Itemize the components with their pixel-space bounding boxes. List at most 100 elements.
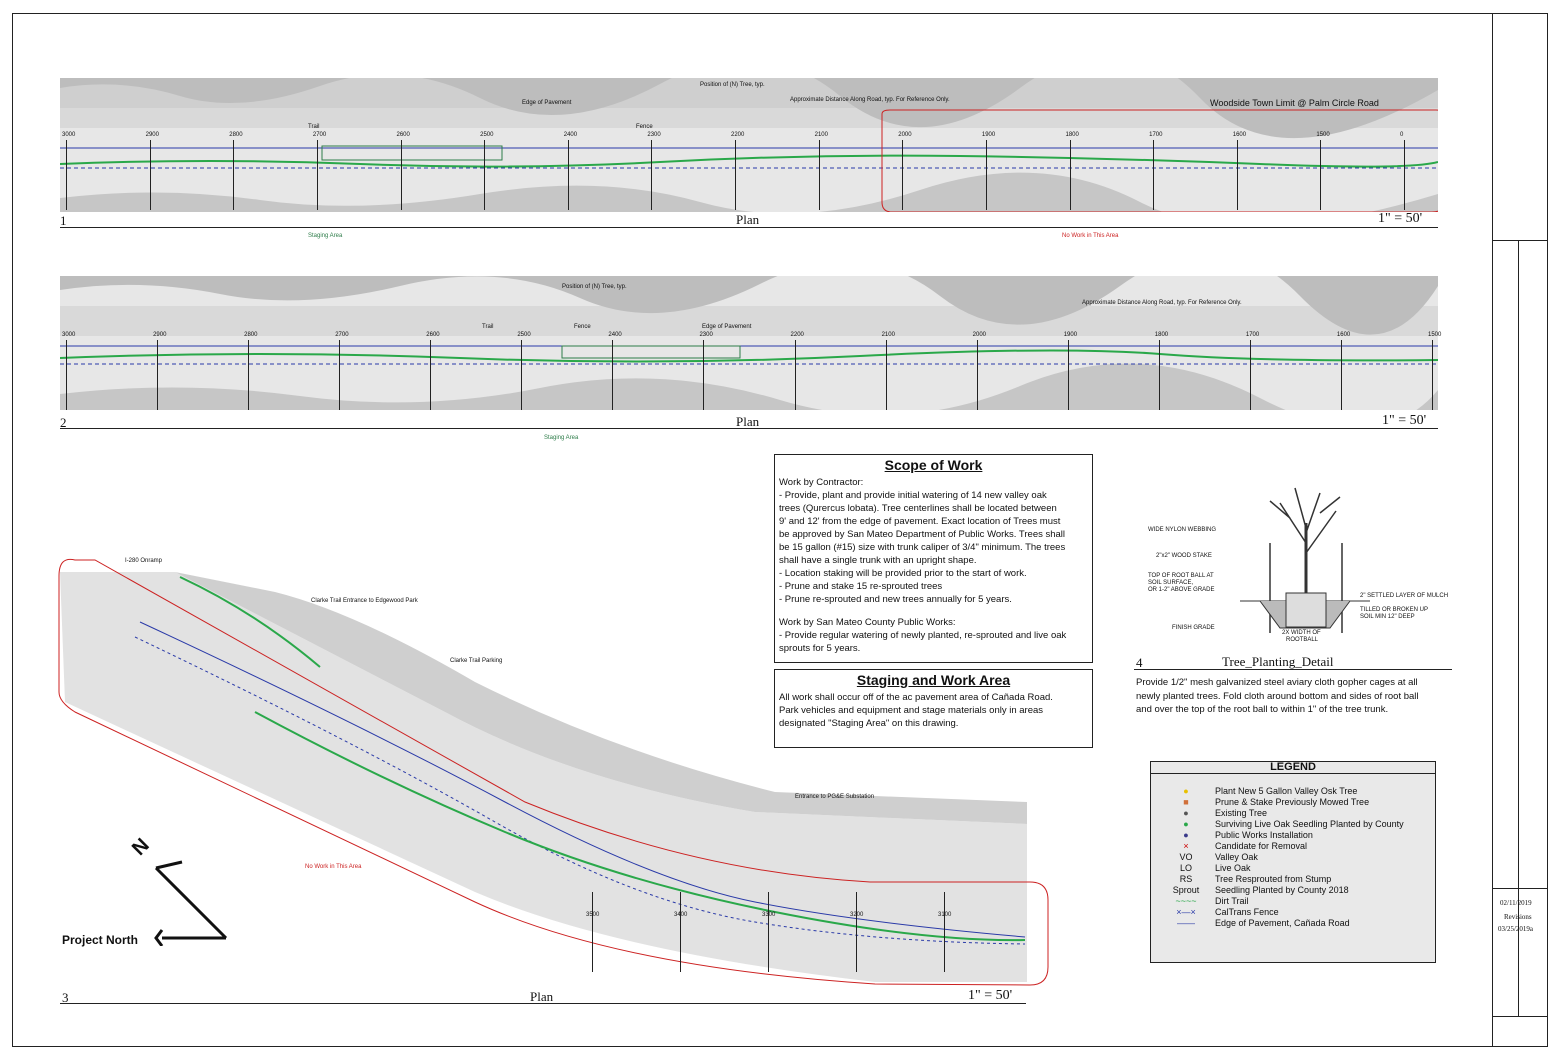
station-label: 1700 (1245, 332, 1260, 338)
legend-text: Dirt Trail (1215, 896, 1249, 906)
plan-2-trail-label: Trail (482, 324, 494, 330)
detail-number: 4 (1136, 655, 1143, 670)
legend-symbol-icon: LO (1179, 863, 1192, 873)
station-label: 2000 (972, 332, 987, 338)
station-label: 2600 (396, 132, 410, 138)
station-tick (768, 892, 769, 972)
station-label: 2100 (881, 332, 895, 338)
plan-2-caption: Plan (736, 414, 760, 429)
detail-label: 2X WIDTH OF (1282, 630, 1321, 636)
detail-note-line: Provide 1/2" mesh galvanized steel aviar… (1136, 677, 1418, 688)
plan-3-aerial: I-280 Onramp Clarke Trail Entrance to Ed… (55, 552, 1055, 992)
titleblock-rule (1492, 888, 1548, 889)
station-tick (1153, 140, 1155, 210)
station-tick (680, 892, 681, 972)
station-tick (1069, 140, 1071, 210)
county-heading: Work by San Mateo County Public Works: (779, 617, 956, 628)
legend-text: Valley Oak (1215, 852, 1258, 862)
detail-label: OR 1-2" ABOVE GRADE (1148, 587, 1215, 593)
station-tick (612, 340, 614, 410)
detail-label: TILLED OR BROKEN UP (1360, 607, 1429, 613)
contractor-line: - Location staking will be provided prio… (779, 568, 1027, 579)
plan-3-trail-entrance-label: Clarke Trail Entrance to Edgewood Park (311, 598, 418, 604)
legend-symbol-icon: —— (1177, 918, 1195, 928)
tree-detail-drawing (1240, 487, 1370, 633)
station-label: 2700 (312, 132, 327, 138)
staging-title: Staging and Work Area (856, 672, 1011, 688)
plan-2-staging-label: Staging Area (544, 435, 579, 441)
detail-label: ROOTBALL (1286, 637, 1319, 643)
legend-text: Candidate for Removal (1215, 841, 1308, 851)
plan-1-number: 1 (60, 213, 67, 228)
station-tick (339, 340, 341, 410)
contractor-line: be 15 gallon (#15) size with trunk calip… (779, 542, 1066, 553)
staging-line: All work shall occur off of the ac pavem… (779, 692, 1053, 703)
station-tick (976, 340, 978, 410)
detail-label: TOP OF ROOT BALL AT (1148, 573, 1214, 579)
station-tick (885, 340, 887, 410)
station-label: 3400 (674, 912, 688, 918)
staging-line: designated "Staging Area" on this drawin… (779, 718, 959, 729)
station-label: 1700 (1149, 132, 1163, 138)
legend-item: ×—× CalTrans Fence (1151, 907, 1437, 918)
detail-note: Provide 1/2" mesh galvanized steel aviar… (1136, 676, 1419, 717)
plan-2-scale: 1" = 50' (1382, 413, 1427, 428)
plan-1-trail-label: Trail (308, 124, 320, 130)
station-tick (1404, 140, 1405, 210)
legend-symbol-icon: ~~~~ (1175, 896, 1197, 906)
station-tick (1067, 340, 1069, 410)
detail-label: SOIL SURFACE, (1148, 580, 1194, 586)
plan-1-no-work-label: No Work in This Area (1062, 233, 1119, 239)
legend-symbol-icon: Sprout (1172, 885, 1200, 895)
plan-2-aerial: Position of (N) Tree, typ. Approximate D… (60, 276, 1438, 410)
legend-text: CalTrans Fence (1215, 907, 1279, 917)
station-label: 3100 (938, 912, 952, 918)
station-tick (651, 140, 653, 210)
legend-symbol-icon: RS (1179, 874, 1193, 884)
station-tick (149, 140, 151, 210)
detail-caption: Tree_Planting_Detail (1222, 654, 1334, 669)
contractor-line: - Provide, plant and provide initial wat… (779, 490, 1047, 501)
legend-symbol-icon: ■ (1183, 797, 1189, 807)
station-label: 2100 (814, 132, 828, 138)
contractor-line: - Prune and stake 15 re-sprouted trees (779, 581, 943, 592)
tree-planting-detail: WIDE NYLON WEBBING 2"x2" WOOD STAKE TOP … (1140, 483, 1450, 643)
legend-item: ×Candidate for Removal (1151, 841, 1437, 852)
station-label: 2200 (731, 132, 745, 138)
plan-1-position-note: Position of (N) Tree, typ. (700, 82, 765, 88)
plan-2-approx-note: Approximate Distance Along Road, typ. Fo… (1082, 300, 1242, 306)
station-tick (1236, 140, 1238, 210)
legend-text: Public Works Installation (1215, 830, 1313, 840)
station-tick (400, 140, 402, 210)
legend-symbol-icon: ×—× (1176, 907, 1196, 917)
station-tick (521, 340, 523, 410)
plan-3-drawing (58, 558, 1049, 986)
plan-1-caption: Plan (736, 212, 760, 227)
legend-box: LEGEND ●Plant New 5 Gallon Valley Osk Tr… (1150, 761, 1436, 963)
detail-label: FINISH GRADE (1172, 625, 1215, 631)
station-label: 1600 (1336, 332, 1351, 338)
plan-2-number: 2 (60, 415, 67, 430)
station-tick (818, 140, 820, 210)
detail-note-line: newly planted trees. Fold cloth around b… (1136, 690, 1419, 702)
station-tick (1432, 340, 1433, 410)
station-tick (484, 140, 486, 210)
station-label: 1500 (1316, 132, 1330, 138)
station-label: 2700 (335, 332, 349, 338)
north-arrow: N (126, 834, 236, 947)
legend-title: LEGEND (1151, 762, 1435, 774)
legend-item: ●Plant New 5 Gallon Valley Osk Tree (1151, 786, 1437, 797)
detail-label: SOIL MIN 12" DEEP (1360, 614, 1415, 620)
legend-item: ——Edge of Pavement, Cañada Road (1151, 918, 1437, 929)
station-tick (1158, 340, 1160, 410)
station-label: 2800 (244, 332, 258, 338)
legend-symbol-icon: ● (1183, 819, 1189, 829)
station-label: 2500 (480, 132, 494, 138)
station-label: 1900 (1063, 332, 1078, 338)
plan-1-drawing (60, 78, 1438, 212)
plan-1-fence-label: Fence (636, 124, 653, 130)
station-label: 2900 (145, 132, 159, 138)
station-tick (66, 340, 67, 410)
drawing-sheet (12, 13, 1548, 1047)
